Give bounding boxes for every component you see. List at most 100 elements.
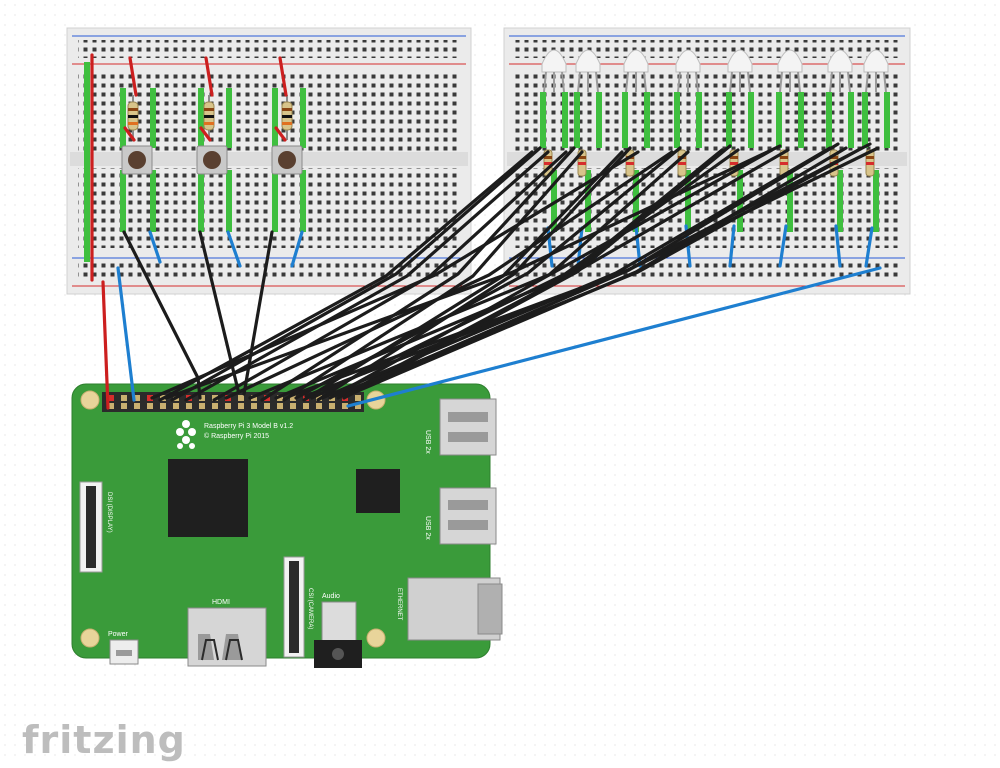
led-leg: [847, 71, 851, 93]
led-leg: [729, 71, 733, 93]
resistor-band: [578, 162, 586, 165]
terminal-strip-top: [78, 72, 458, 152]
connected-column: [696, 92, 702, 148]
gpio-pin: [355, 403, 361, 409]
led-leg: [677, 71, 681, 93]
wire-blue-button-ground: [226, 230, 242, 268]
led-leg: [543, 71, 547, 93]
wire-black-led-signal: [316, 146, 632, 402]
gpio-pin: [108, 395, 114, 401]
led-leg: [779, 71, 783, 93]
gpio-pin: [147, 395, 153, 401]
resistor-left-1[interactable]: [127, 95, 139, 140]
gpio-pin: [251, 403, 257, 409]
dsi-connector[interactable]: DSI (DISPLAY): [79, 481, 112, 573]
led-leg: [747, 71, 751, 93]
breadboard-left[interactable]: [66, 27, 472, 295]
gpio-pin: [225, 403, 231, 409]
terminal-strip-top-right: [515, 72, 899, 152]
led-leg: [643, 71, 647, 93]
rgb-led: [863, 49, 889, 73]
rgb-led: [623, 49, 649, 73]
connected-column: [826, 92, 832, 148]
gpio-pin: [316, 403, 322, 409]
wire-blue-led-ground: [864, 226, 874, 268]
wire-black-led-signal: [158, 150, 534, 402]
usb-port-bottom[interactable]: [439, 487, 497, 545]
gpio-pin: [342, 403, 348, 409]
usb-bottom-label: USB 2x: [424, 516, 431, 540]
hdmi-port[interactable]: [187, 607, 267, 667]
connected-column: [726, 92, 732, 148]
wire-black-led-signal: [184, 150, 550, 402]
resistor-band: [544, 162, 552, 165]
connected-column: [644, 92, 650, 148]
power-rail-bottom: [78, 262, 458, 280]
resistor-band: [578, 156, 586, 159]
gpio-pin: [186, 403, 192, 409]
svg-text:CSI (CAMERA): CSI (CAMERA): [307, 588, 313, 629]
csi-connector[interactable]: CSI (CAMERA): [283, 556, 313, 658]
raspberry-pi-board[interactable]: Raspberry Pi 3 Model B v1.2 © Raspberry …: [71, 383, 503, 668]
wire-black-led-signal: [224, 150, 674, 400]
power-rail-top-right: [515, 40, 899, 58]
connected-column: [685, 170, 691, 232]
connected-column: [862, 92, 868, 148]
connected-column: [585, 170, 591, 232]
connected-column: [574, 92, 580, 148]
wire-red-jumper-1: [123, 126, 136, 142]
resistor-band: [544, 156, 552, 159]
connected-column: [540, 92, 546, 148]
resistor-band: [830, 156, 838, 159]
usb-lan-chip: [356, 469, 400, 513]
push-button-1[interactable]: [121, 145, 153, 175]
hdmi-label: HDMI: [212, 599, 230, 606]
connected-column: [596, 92, 602, 148]
led-leg: [865, 71, 869, 93]
wire-blue-ground: [116, 266, 136, 402]
audio-jack[interactable]: [314, 601, 362, 668]
connected-column: [562, 92, 568, 148]
resistor-left-2[interactable]: [203, 95, 215, 140]
rgb-led: [541, 49, 567, 73]
wire-black-led-signal: [332, 146, 864, 398]
usb-port-top[interactable]: [439, 398, 497, 456]
power-port[interactable]: [109, 639, 139, 665]
mounting-holes: [80, 390, 386, 648]
gpio-pin: [147, 403, 153, 409]
wire-blue-led-ground: [834, 224, 842, 268]
resistor-band: [730, 162, 738, 165]
rgb-led: [827, 49, 853, 73]
resistor-left-3[interactable]: [281, 95, 293, 140]
rgb-led: [675, 49, 701, 73]
connected-column: [837, 170, 843, 232]
push-button-3[interactable]: [271, 145, 303, 175]
push-button-2[interactable]: [196, 145, 228, 175]
svg-text:DSI (DISPLAY): DSI (DISPLAY): [106, 492, 112, 533]
board-copyright-label: © Raspberry Pi 2015: [204, 432, 269, 440]
connected-column: [622, 92, 628, 148]
usb-top-label: USB 2x: [424, 430, 431, 454]
connected-columns-left: [84, 62, 306, 262]
ethernet-port[interactable]: [407, 577, 503, 641]
connected-column: [873, 170, 879, 232]
gpio-pin: [264, 403, 270, 409]
gpio-pin: [199, 395, 205, 401]
wire-black-led-signal: [150, 150, 640, 400]
resistor-band: [866, 162, 874, 165]
wire-red-button-2: [204, 56, 214, 97]
wire-blue-button-ground: [290, 230, 304, 268]
rgb-led: [777, 49, 803, 73]
terminal-strip-bottom: [78, 168, 458, 248]
wire-black-led-signal: [248, 148, 774, 400]
soc-chip: [168, 459, 248, 537]
resistor-band: [678, 162, 686, 165]
ethernet-label: ETHERNET: [396, 588, 402, 621]
gpio-pin: [121, 395, 127, 401]
resistor-band: [730, 156, 738, 159]
wire-blue-long: [346, 266, 882, 408]
gpio-pin: [212, 403, 218, 409]
rgb-led: [575, 49, 601, 73]
gpio-pin: [108, 403, 114, 409]
